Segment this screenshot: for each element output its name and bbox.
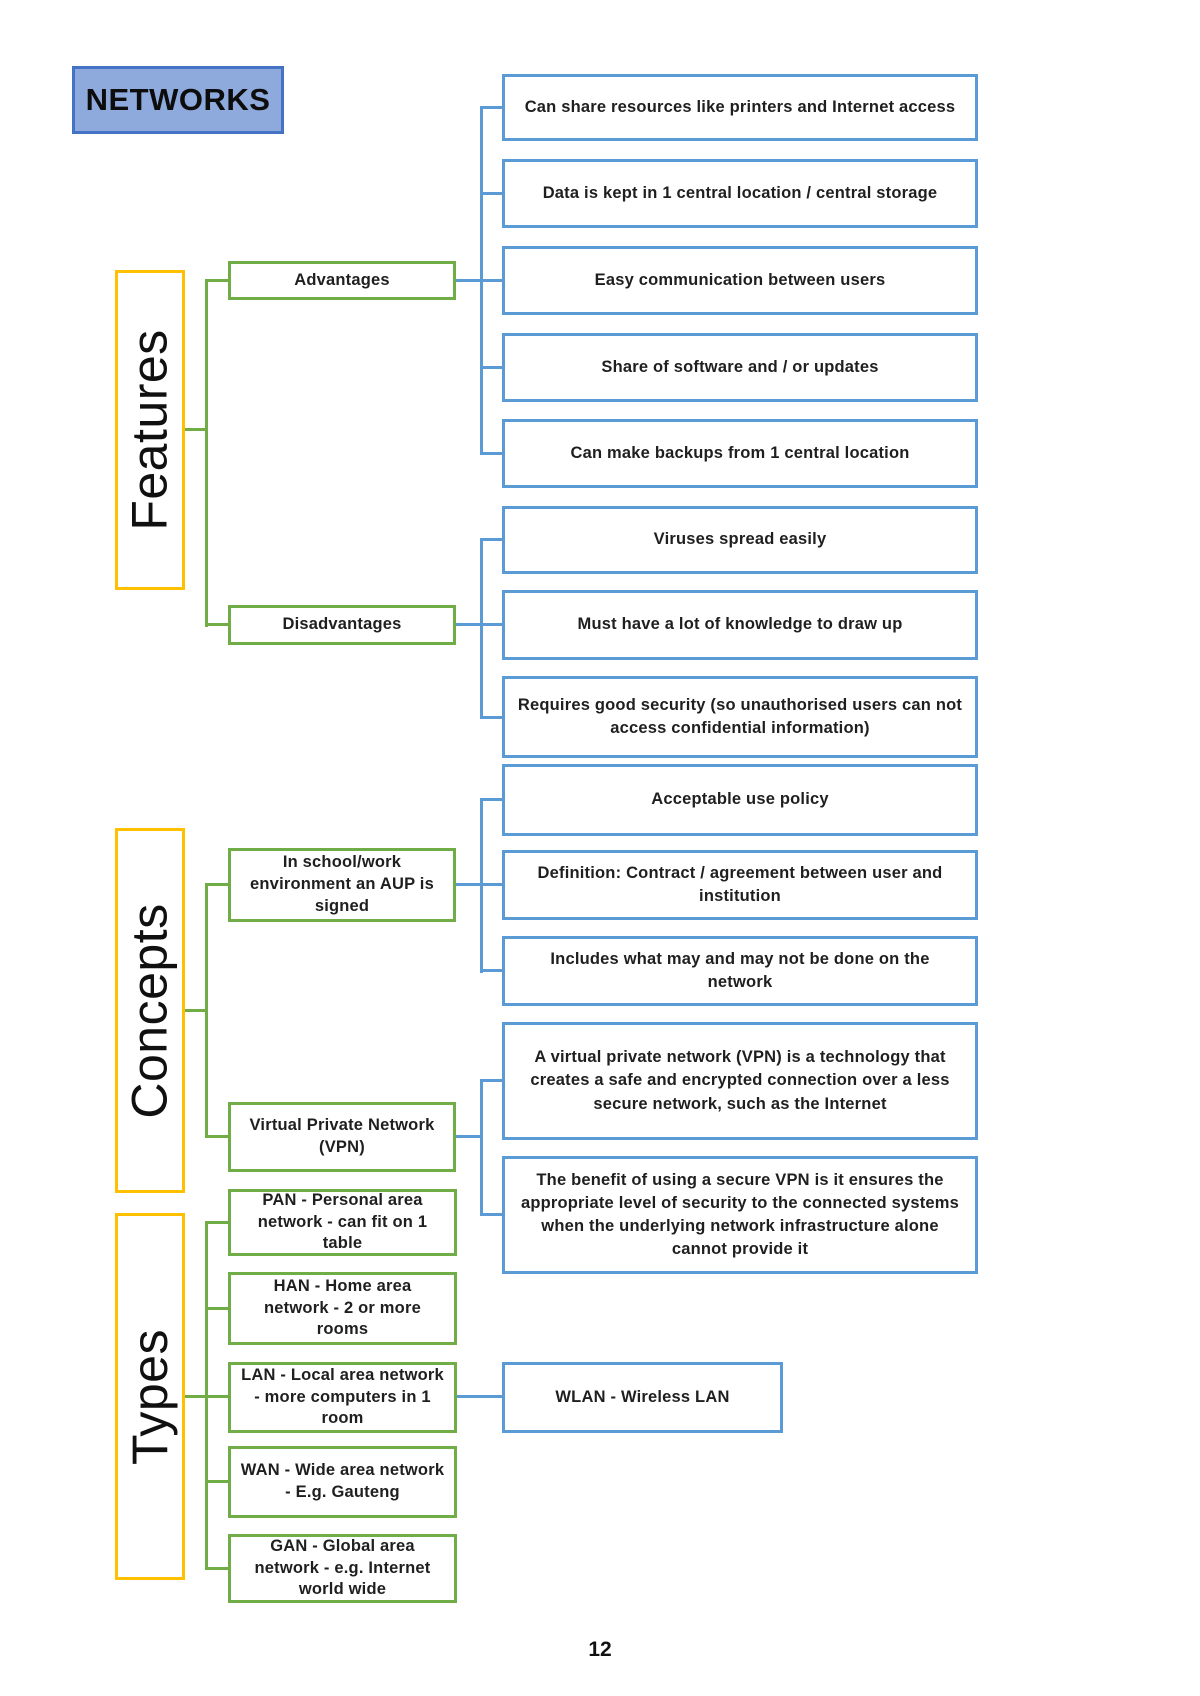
leaf-aup-1: Acceptable use policy: [502, 764, 978, 836]
branch-label-features: Features: [122, 329, 179, 531]
connector-advantage-stub-2: [480, 192, 502, 195]
connector-aup-stub-1: [480, 798, 502, 801]
leaf-advantage-4: Share of software and / or updates: [502, 333, 978, 402]
node-disadvantages: Disadvantages: [228, 605, 456, 645]
connector-features-main: [185, 428, 205, 431]
connector-advantage-stub-1: [480, 106, 502, 109]
leaf-advantage-5: Can make backups from 1 central location: [502, 419, 978, 488]
node-advantages: Advantages: [228, 261, 456, 300]
connector-disadvantages-trunk: [480, 538, 483, 719]
connector-disadvantages-stub: [205, 623, 228, 626]
connector-pan-stub: [205, 1221, 228, 1224]
connector-vpn-main: [456, 1135, 480, 1138]
leaf-advantage-3: Easy communication between users: [502, 246, 978, 315]
leaf-advantage-1: Can share resources like printers and In…: [502, 74, 978, 141]
connector-concepts-main: [185, 1009, 205, 1012]
connector-types-main: [185, 1395, 205, 1398]
connector-disadvantage-stub-1: [480, 538, 502, 541]
node-gan: GAN - Global area network - e.g. Interne…: [228, 1534, 457, 1603]
node-vpn: Virtual Private Network (VPN): [228, 1102, 456, 1172]
leaf-disadvantage-1: Viruses spread easily: [502, 506, 978, 574]
leaf-vpn-2: The benefit of using a secure VPN is it …: [502, 1156, 978, 1274]
connector-vpn-trunk: [480, 1079, 483, 1216]
connector-advantage-stub-4: [480, 366, 502, 369]
leaf-aup-3: Includes what may and may not be done on…: [502, 936, 978, 1006]
connector-aup-stub-2: [480, 883, 502, 886]
node-wlan: WLAN - Wireless LAN: [502, 1362, 783, 1433]
connector-han-stub: [205, 1307, 228, 1310]
branch-box-types: Types: [115, 1213, 185, 1580]
leaf-vpn-1: A virtual private network (VPN) is a tec…: [502, 1022, 978, 1140]
connector-wlan: [457, 1395, 502, 1398]
connector-wan-stub: [205, 1480, 228, 1483]
connector-disadvantage-stub-3: [480, 716, 502, 719]
node-wan: WAN - Wide area network - E.g. Gauteng: [228, 1446, 457, 1518]
node-han: HAN - Home area network - 2 or more room…: [228, 1272, 457, 1345]
leaf-disadvantage-2: Must have a lot of knowledge to draw up: [502, 590, 978, 660]
connector-vpn-stub-1: [480, 1079, 502, 1082]
node-pan: PAN - Personal area network - can fit on…: [228, 1189, 457, 1256]
connector-aup-stub-3: [480, 969, 502, 972]
page-number: 12: [588, 1638, 612, 1661]
connector-vpn-stub-2: [480, 1213, 502, 1216]
connector-disadvantages-main: [456, 623, 480, 626]
connector-advantage-stub-5: [480, 452, 502, 455]
connector-advantages-main: [456, 279, 480, 282]
branch-label-types: Types: [122, 1328, 178, 1465]
connector-features-trunk: [205, 279, 208, 627]
leaf-advantage-2: Data is kept in 1 central location / cen…: [502, 159, 978, 228]
branch-box-concepts: Concepts: [115, 828, 185, 1193]
branch-box-features: Features: [115, 270, 185, 590]
connector-aup-stub: [205, 883, 228, 886]
networks-title: NETWORKS: [72, 66, 284, 134]
node-aup: In school/work environment an AUP is sig…: [228, 848, 456, 922]
connector-aup-main: [456, 883, 480, 886]
connector-advantage-stub-3: [480, 279, 502, 282]
connector-disadvantage-stub-2: [480, 623, 502, 626]
connector-advantages-stub: [205, 279, 228, 282]
leaf-aup-2: Definition: Contract / agreement between…: [502, 850, 978, 920]
connector-gan-stub: [205, 1567, 228, 1570]
node-lan: LAN - Local area network - more computer…: [228, 1362, 457, 1433]
connector-concepts-trunk: [205, 883, 208, 1138]
connector-vpn-stub: [205, 1135, 228, 1138]
connector-lan-stub: [205, 1395, 228, 1398]
leaf-disadvantage-3: Requires good security (so unauthorised …: [502, 676, 978, 758]
branch-label-concepts: Concepts: [122, 902, 179, 1119]
